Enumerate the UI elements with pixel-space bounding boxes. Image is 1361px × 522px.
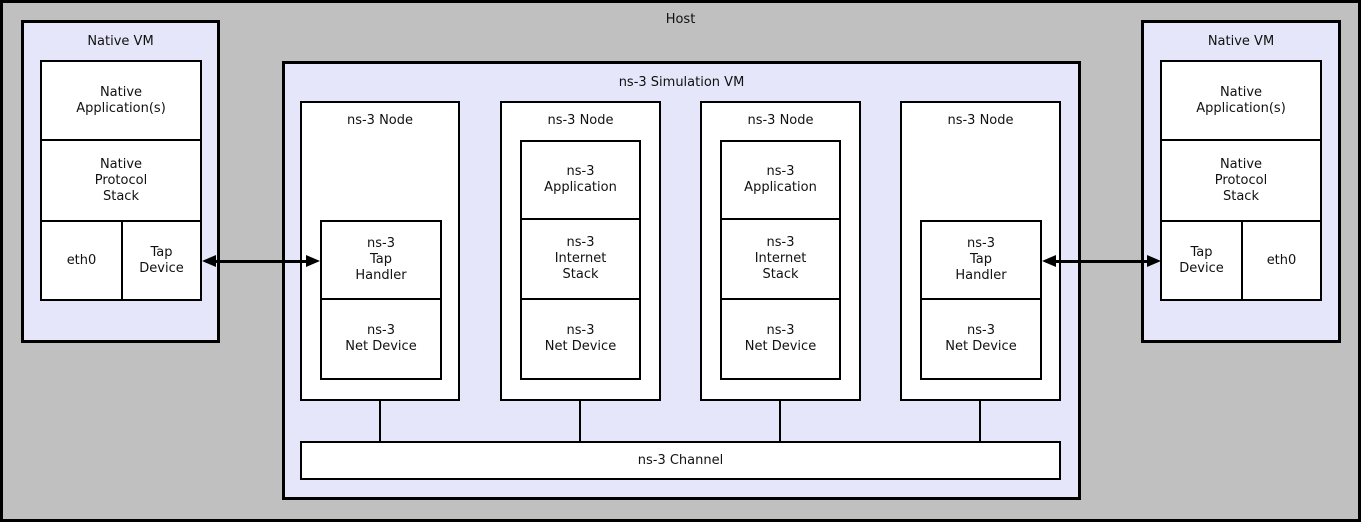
simulation-vm: ns-3 Simulation VM ns-3 Node ns-3 Tap Ha… xyxy=(282,61,1081,500)
ns3-node-1: ns-3 Node ns-3 Tap Handler ns-3 Net Devi… xyxy=(300,101,460,401)
ns3-node-4-title: ns-3 Node xyxy=(947,113,1014,128)
arrow-left-head-west xyxy=(202,255,216,267)
arrow-left-head-east xyxy=(306,255,320,267)
ns3-tap-handler-1: ns-3 Tap Handler xyxy=(320,220,442,300)
ns3-node-3-title: ns-3 Node xyxy=(747,113,814,128)
ns3-net-device-1: ns-3 Net Device xyxy=(320,298,442,380)
arrow-right-line xyxy=(1046,260,1154,263)
native-vm-left: Native VM Native Application(s) Native P… xyxy=(21,20,220,343)
arrow-right-head-west xyxy=(1042,255,1056,267)
tap-device-right: Tap Device xyxy=(1160,220,1243,301)
ns3-net-device-4: ns-3 Net Device xyxy=(920,298,1042,380)
arrow-left-line xyxy=(206,260,314,263)
simulation-vm-title: ns-3 Simulation VM xyxy=(618,75,745,90)
eth0-right: eth0 xyxy=(1241,220,1322,301)
ns3-node-4: ns-3 Node ns-3 Tap Handler ns-3 Net Devi… xyxy=(900,101,1061,401)
native-application-right: Native Application(s) xyxy=(1160,60,1322,141)
native-protocol-stack-left: Native Protocol Stack xyxy=(40,139,202,222)
native-vm-left-title: Native VM xyxy=(87,34,154,49)
ns3-node-1-title: ns-3 Node xyxy=(346,113,414,128)
native-vm-right-title: Native VM xyxy=(1207,34,1275,49)
ns3-internet-stack-3: ns-3 Internet Stack xyxy=(720,218,841,300)
ns3-node-2-title: ns-3 Node xyxy=(547,113,614,128)
ns3-tap-handler-4: ns-3 Tap Handler xyxy=(920,220,1042,300)
ns3-net-device-3: ns-3 Net Device xyxy=(720,298,841,380)
connector-node-4-channel xyxy=(979,399,981,443)
native-protocol-stack-right: Native Protocol Stack xyxy=(1160,139,1322,222)
connector-node-1-channel xyxy=(379,399,381,443)
arrow-right-head-east xyxy=(1147,255,1161,267)
connector-node-3-channel xyxy=(779,399,781,443)
native-application-left: Native Application(s) xyxy=(40,60,202,141)
native-vm-right: Native VM Native Application(s) Native P… xyxy=(1141,20,1341,343)
ns3-application-3: ns-3 Application xyxy=(720,140,841,220)
ns3-net-device-2: ns-3 Net Device xyxy=(520,298,641,380)
host-title: Host xyxy=(665,12,696,27)
ns3-internet-stack-2: ns-3 Internet Stack xyxy=(520,218,641,300)
ns3-node-2: ns-3 Node ns-3 Application ns-3 Internet… xyxy=(500,101,661,401)
ns3-node-3: ns-3 Node ns-3 Application ns-3 Internet… xyxy=(700,101,861,401)
ns3-application-2: ns-3 Application xyxy=(520,140,641,220)
ns3-channel: ns-3 Channel xyxy=(300,441,1061,480)
connector-node-2-channel xyxy=(579,399,581,443)
eth0-left: eth0 xyxy=(40,220,123,301)
tap-device-left: Tap Device xyxy=(121,220,202,301)
